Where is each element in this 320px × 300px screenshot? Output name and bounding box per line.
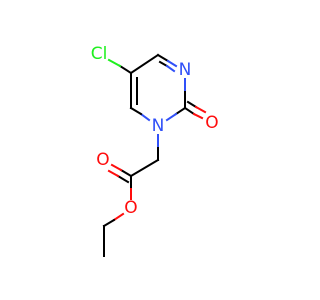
atom-oxygen-ring-carbonyl: O [205,113,218,133]
bond-n1-c6-part1 [139,112,151,122]
atom-oxygen-ester-ether: O [124,198,137,218]
bond-c4-n3-part1 [156,53,170,63]
bond-ch2-ester-c [129,158,160,178]
bond-c2-n1-part2 [165,112,178,122]
atom-nitrogen-top: N [179,60,192,80]
bond-ester-c-o-part1 [119,168,133,178]
bond-c4-n3-double-part1 [158,60,169,68]
atom-nitrogen-substituted: N [152,116,165,136]
molecule-structure-diagram: Cl N N O O O [91,44,219,257]
bond-n1-c6-part2 [129,106,143,116]
bond-c5-cl-part1 [118,64,133,75]
bond-o-ch2-part1 [112,212,125,222]
bond-c2-n1-part1 [174,106,187,116]
bond-c5-cl-part2 [107,58,122,68]
bond-c2-o-double-part1 [186,100,198,109]
bond-c4-n3-double-part2 [165,64,176,73]
bond-ester-c-o-double-part1 [116,174,130,184]
bond-ester-c-o-part2 [110,163,123,172]
bond-c4-n3-part2 [166,59,178,68]
structure-canvas: Cl N N O O O [91,44,219,257]
atom-oxygen-ester-carbonyl: O [96,150,109,170]
atom-chlorine: Cl [91,44,108,64]
bond-o-ch2-part2 [102,218,116,228]
bond-ester-c-o-double-part2 [107,169,120,178]
bond-c5-c4 [129,53,160,75]
bond-c2-o-part2 [192,112,204,120]
bond-c2-o-part1 [183,106,196,116]
bond-c2-o-double-part2 [194,105,207,114]
